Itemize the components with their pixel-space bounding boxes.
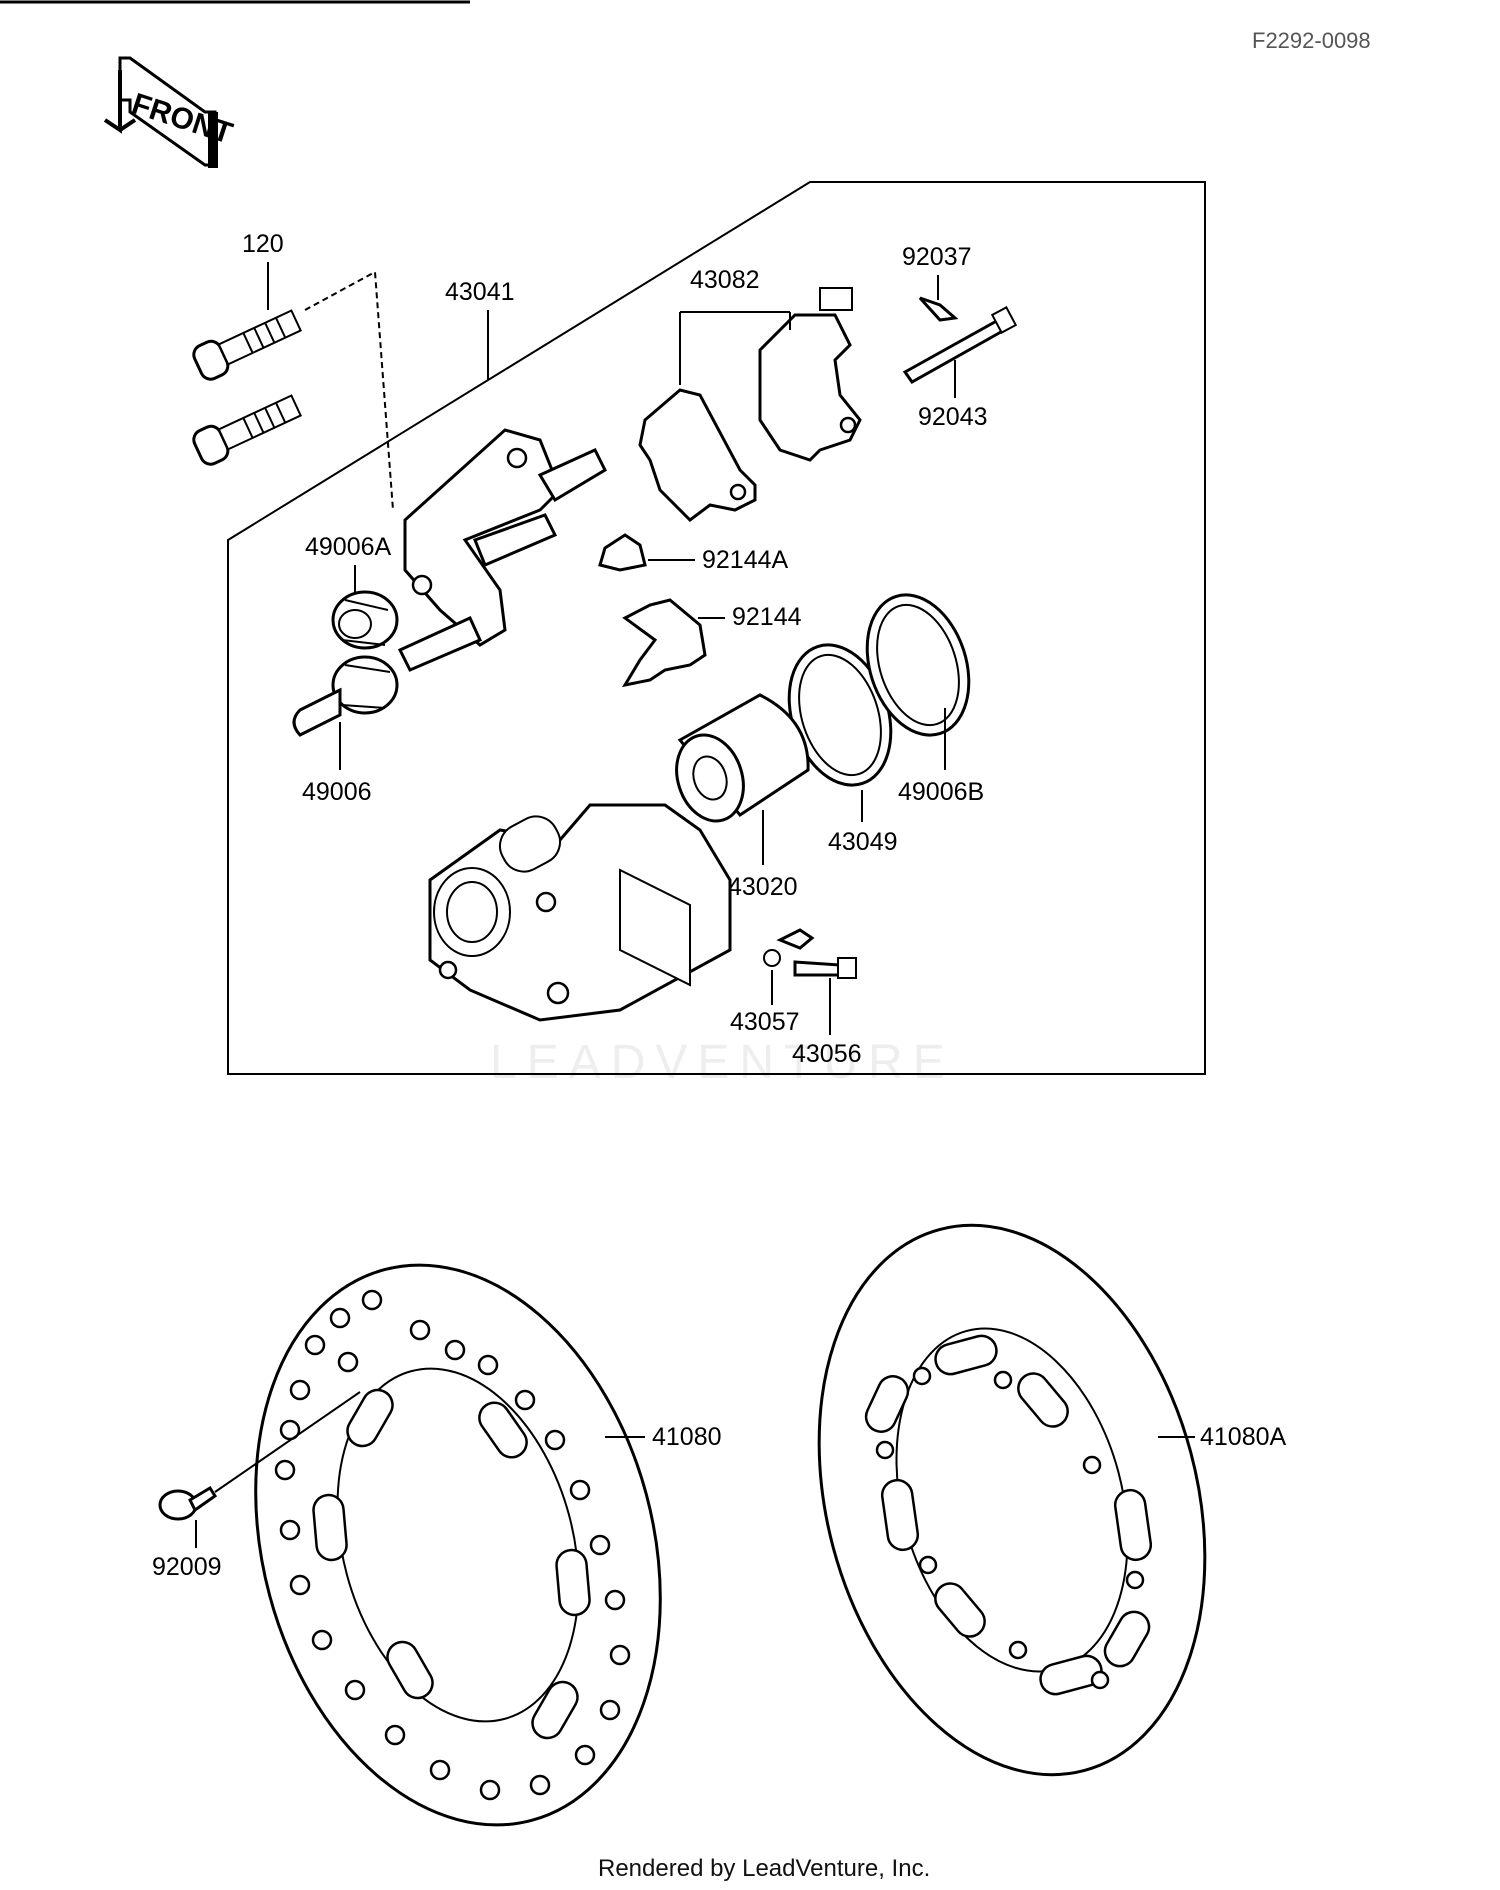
- bleeder-cap: [763, 928, 815, 967]
- screw-alignment-line: [214, 1391, 361, 1493]
- callout-49006: 49006: [302, 778, 372, 806]
- dust-seal: [865, 593, 971, 737]
- callout-92043: 92043: [918, 403, 988, 431]
- callout-43041: 43041: [445, 278, 515, 306]
- slide-pin-boot: [292, 655, 399, 737]
- callout-49006B: 49006B: [898, 778, 984, 806]
- front-arrow-icon: FRONT: [103, 56, 236, 168]
- callout-92009: 92009: [152, 1553, 222, 1581]
- callout-43056: 43056: [792, 1040, 862, 1068]
- callout-43049: 43049: [828, 828, 898, 856]
- footer-credit: Rendered by LeadVenture, Inc.: [598, 1855, 930, 1882]
- callout-41080A: 41080A: [1200, 1423, 1287, 1451]
- caliper-bolts: [192, 309, 303, 466]
- bolt-alignment-line: [304, 270, 394, 511]
- cotter-pin: [918, 296, 959, 322]
- document-code: F2292-0098: [1252, 28, 1371, 53]
- caliper-body: [428, 803, 732, 1022]
- callout-120: 120: [242, 230, 284, 258]
- watermark: LEADVENTURE: [490, 1036, 955, 1089]
- callout-49006A: 49006A: [305, 533, 392, 561]
- bleeder-valve: [793, 957, 857, 979]
- callout-92144A: 92144A: [702, 546, 789, 574]
- callout-41080: 41080: [652, 1423, 722, 1451]
- brake-pads: [638, 287, 862, 522]
- callout-43020: 43020: [728, 873, 798, 901]
- callout-43057: 43057: [730, 1008, 800, 1036]
- brake-disc-drilled: [254, 1263, 662, 1827]
- brake-disc-slotted: [817, 1223, 1207, 1777]
- disc-screw: [158, 1485, 218, 1521]
- caliper-bracket: [397, 428, 607, 672]
- callout-92037: 92037: [902, 243, 972, 271]
- caliper-assembly-frame: [227, 181, 1206, 1075]
- pad-spring-small: [598, 533, 647, 572]
- callout-43082: 43082: [690, 266, 760, 294]
- piston-seal: [787, 643, 893, 787]
- pad-spring: [621, 598, 707, 688]
- dust-boot: [331, 590, 399, 650]
- leader-43082: [679, 311, 791, 385]
- caliper-piston: [675, 693, 810, 823]
- callout-92144: 92144: [732, 603, 802, 631]
- pad-pin: [902, 306, 1018, 384]
